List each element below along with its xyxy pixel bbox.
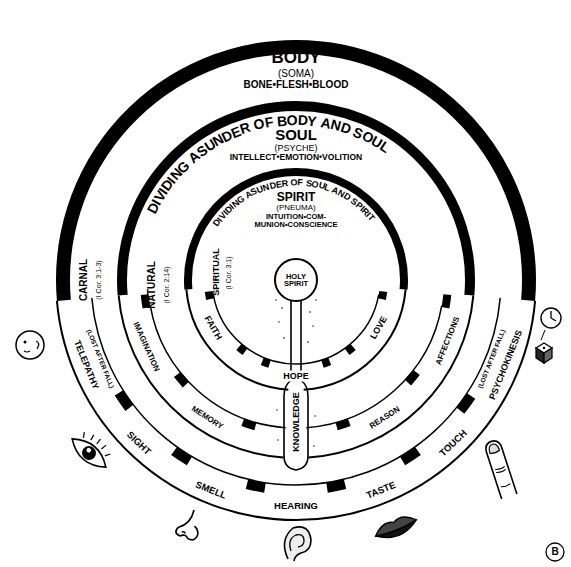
ring-arc	[92, 298, 500, 485]
ring-arc	[213, 295, 378, 364]
ring-divider	[408, 373, 417, 383]
ring-arc	[306, 306, 441, 428]
spirit-faculty: FAITH	[202, 314, 223, 341]
holy-spirit-ring	[275, 259, 317, 301]
arc-letter: B	[276, 113, 287, 128]
dice-drawing	[536, 343, 552, 363]
circle-parts: INTUITION•COM- MUNION•CONSCIENCE	[246, 213, 346, 230]
finger-drawing	[484, 439, 517, 499]
ring-divider	[174, 451, 189, 461]
nose-drawing	[175, 507, 205, 542]
soul-faculty: KNOWLEDGE	[292, 392, 301, 452]
arc-letter: O	[287, 113, 298, 127]
ring-divider	[403, 451, 418, 461]
circle-title: SOUL	[118, 127, 474, 144]
soul-faculty: AFFECTIONS	[435, 316, 462, 366]
ring-divider	[247, 484, 265, 487]
ring-divider	[460, 396, 471, 411]
ring-divider	[322, 361, 329, 364]
sense-name: TOUCH	[438, 427, 469, 457]
ring-divider	[243, 422, 256, 426]
holy-spirit-circle: HOLY SPIRIT	[274, 258, 318, 302]
level-name: CARNAL	[79, 259, 89, 301]
scripture-reference: (I Cor. 3:1-3)	[95, 260, 102, 299]
ring-arc	[150, 306, 285, 428]
logo-circle	[546, 543, 564, 561]
ring-arc	[57, 301, 535, 520]
ring-divider	[327, 484, 345, 487]
ring-divider	[119, 393, 130, 408]
ring-divider	[209, 291, 210, 299]
ring-divider	[445, 295, 447, 308]
ring-divider	[262, 361, 269, 364]
scripture-reference: (I Cor. 2:14)	[163, 266, 170, 303]
circle-title: SPIRIT	[186, 191, 406, 204]
level-name: SPIRITUAL	[212, 248, 221, 296]
arc-letter	[288, 179, 291, 188]
level-name: NATURAL	[147, 261, 157, 309]
scripture-reference: (I Cor. 3:1)	[225, 256, 232, 289]
circle-subtitle: (PSYCHE)	[118, 144, 474, 154]
arc-letter: F	[263, 115, 274, 130]
circle-parts: BONE•FLESH•BLOOD	[56, 79, 536, 90]
title-block: HOLY SPIRIT	[274, 258, 318, 302]
ring-divider	[337, 422, 350, 426]
circle-subtitle: (SOMA)	[56, 68, 536, 79]
soul-faculty: IMAGINATION	[132, 321, 161, 373]
knowledge-stem	[284, 301, 308, 470]
ring-arc	[119, 296, 284, 458]
sense-name: TASTE	[365, 479, 397, 499]
soul-faculty: MEMORY	[190, 404, 224, 430]
ring-divider	[239, 347, 245, 352]
title-block: BODY(SOMA)BONE•FLESH•BLOOD	[56, 49, 536, 90]
arc-letter: L	[323, 183, 331, 193]
circle-parts: INTELLECT•EMOTION•VOLITION	[118, 153, 474, 162]
logo-letter: B	[551, 547, 558, 557]
arc-letter: Y	[307, 113, 318, 128]
arc-letter: O	[291, 178, 298, 187]
ring-divider	[347, 347, 353, 352]
arc-letter: D	[297, 113, 308, 127]
circle-title: HOLY SPIRIT	[278, 273, 314, 288]
mouth-drawing	[373, 512, 420, 543]
title-block: SOUL(PSYCHE)INTELLECT•EMOTION•VOLITION	[118, 127, 474, 163]
spirit-faculty: HOPE	[281, 371, 311, 382]
ear-drawing	[284, 527, 311, 561]
ring-divider	[382, 291, 383, 299]
sense-name: SIGHT	[125, 429, 152, 456]
arc-letter: F	[297, 178, 303, 187]
ring-divider	[177, 375, 186, 385]
spirit-faculty: LOVE	[369, 315, 389, 341]
ring-arc	[308, 296, 473, 458]
arc-letter: R	[281, 179, 288, 189]
clock-drawing	[541, 308, 561, 340]
circle-title: BODY	[56, 49, 536, 68]
sense-name: HEARING	[274, 501, 318, 511]
soul-faculty: REASON	[369, 405, 402, 430]
sense-name: SMELL	[195, 479, 228, 500]
head-drawing	[16, 331, 44, 359]
